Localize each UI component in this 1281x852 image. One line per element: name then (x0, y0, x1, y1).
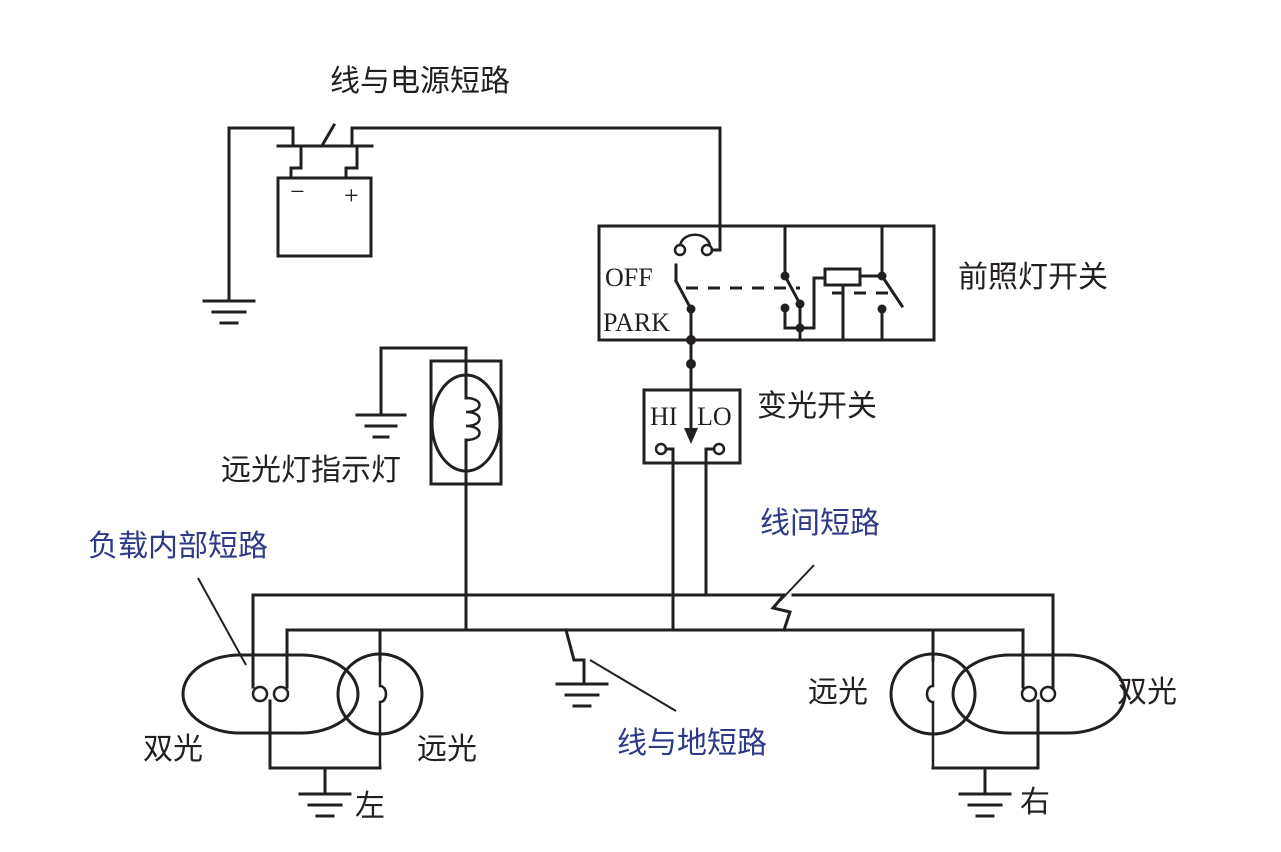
lo-label: LO (697, 402, 732, 431)
high-beam-indicator-label: 远光灯指示灯 (221, 453, 401, 488)
load-short-pointer (197, 577, 247, 666)
right-ground: 右 (958, 766, 1050, 820)
battery-plus-sign: + (344, 181, 359, 210)
off-label: OFF (605, 263, 653, 292)
short-to-power-label: 线与电源短路 (330, 64, 510, 99)
battery-ground-wire (202, 126, 295, 325)
short-to-ground: 线与地短路 (555, 628, 767, 761)
left-label: 左 (355, 789, 385, 824)
hi-label: HI (650, 402, 677, 431)
short-to-ground-label: 线与地短路 (617, 726, 767, 761)
harness-wires: 线间短路 (251, 506, 1055, 674)
left-ground: 左 (298, 766, 385, 824)
battery: − + (276, 144, 374, 258)
headlight-switch-label: 前照灯开关 (958, 260, 1108, 295)
short-between-wires-label: 线间短路 (760, 506, 880, 541)
battery-positive-wire (350, 126, 722, 245)
battery-minus-sign: − (290, 177, 305, 206)
short-to-power-marker: 线与电源短路 (320, 64, 510, 147)
left-dual-beam-lamp (181, 653, 382, 770)
right-label: 右 (1020, 785, 1050, 820)
headlight-switch: OFF PARK 前照灯开关 (597, 224, 1108, 342)
high-beam-indicator: 远光灯指示灯 (221, 346, 503, 632)
high-beam-right-label: 远光 (808, 675, 868, 710)
park-label: PARK (603, 308, 670, 337)
right-high-beam-lamp (889, 652, 977, 768)
right-dual-beam-lamp (931, 653, 1127, 770)
dimmer-switch-label: 变光开关 (757, 389, 877, 424)
load-internal-short-label: 负载内部短路 (88, 529, 268, 564)
dual-beam-right-label: 双光 (1117, 675, 1177, 710)
dual-beam-left-label: 双光 (143, 732, 203, 767)
high-beam-left-label: 远光 (417, 732, 477, 767)
dimmer-switch: HI LO 变光开关 (642, 388, 877, 630)
left-high-beam-lamp (336, 652, 424, 768)
